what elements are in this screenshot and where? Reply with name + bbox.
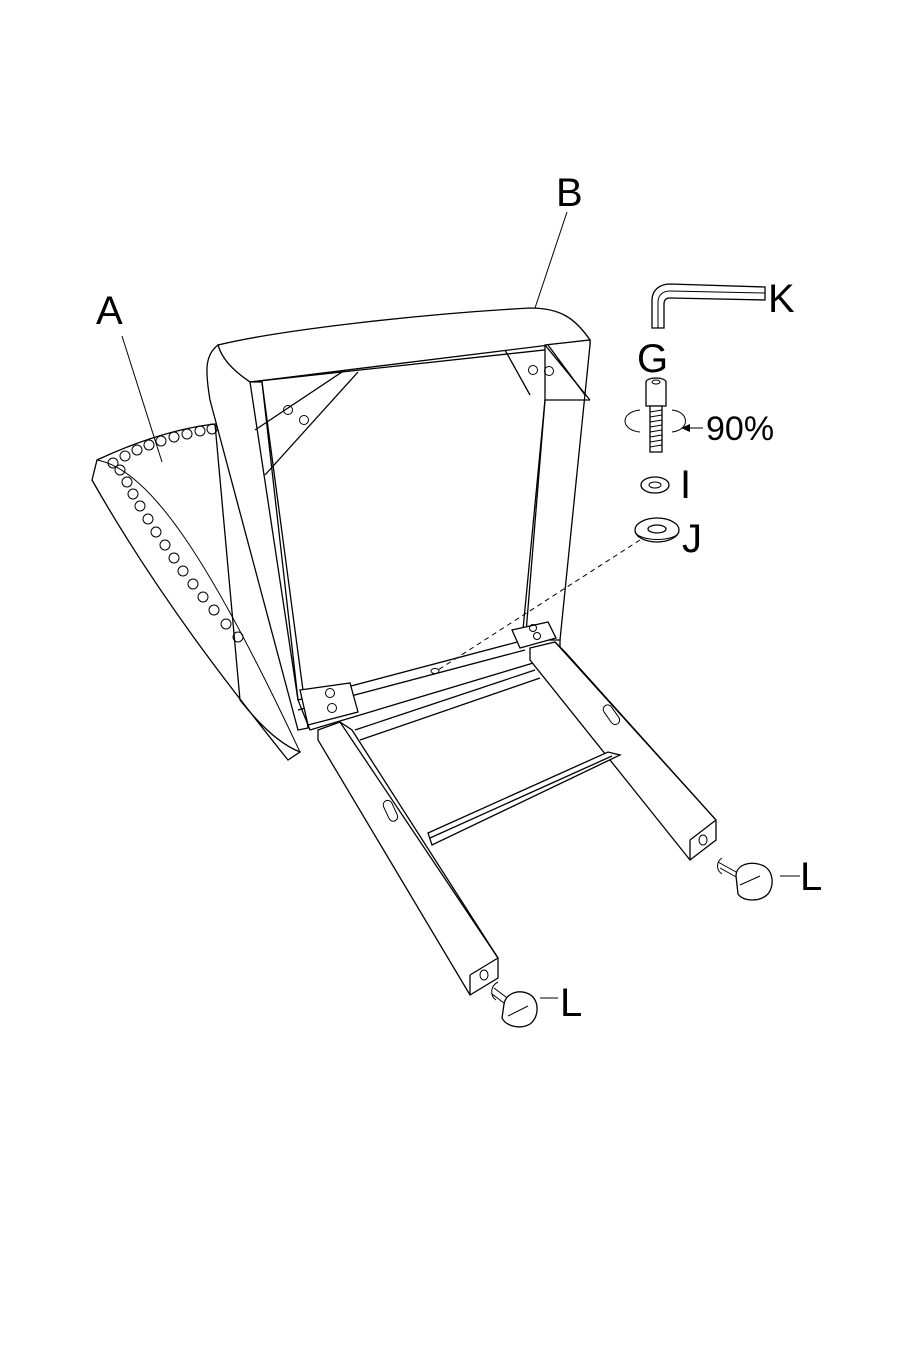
label-k: K [768,277,795,321]
label-b: B [556,171,583,215]
allen-key [652,284,765,328]
label-rotation: 90% [706,410,774,448]
label-a: A [96,289,123,333]
foot-glide-left [492,982,537,1027]
label-l-left: L [560,981,582,1025]
label-l-right: L [800,855,822,899]
bolt [625,378,703,452]
label-i: I [680,463,691,507]
foot-glide-right [718,858,773,900]
label-j: J [682,517,702,561]
label-g: G [637,337,668,381]
leader-b [535,212,567,308]
lock-washer [641,477,669,493]
flat-washer [635,518,679,542]
back-frame [207,308,590,730]
